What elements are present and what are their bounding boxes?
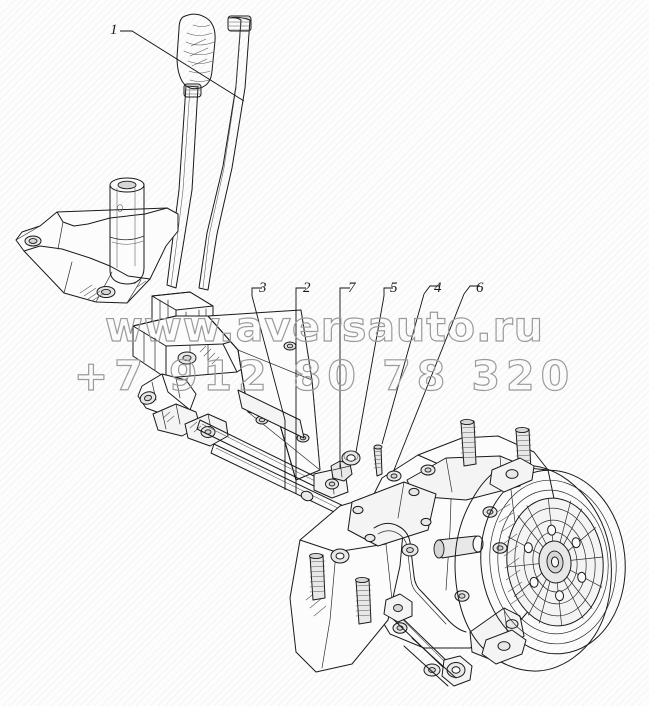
transfer-linkage-arms [330, 522, 525, 687]
hardware-parts [330, 444, 383, 482]
callout-label-1: 1 [110, 22, 118, 38]
floor-tunnel-bracket [15, 207, 179, 304]
shift-joint-cluster [137, 373, 229, 447]
callout-label-3: 3 [259, 280, 267, 296]
gear-shift-levers [166, 15, 252, 291]
mounting-studs [309, 418, 532, 625]
gear-shift-knob [176, 13, 216, 90]
mounting-plate [207, 309, 321, 481]
callout-label-7: 7 [348, 280, 356, 296]
callout-label-2: 2 [303, 280, 311, 296]
callout-leader-lines [120, 30, 480, 494]
callout-label-5: 5 [390, 280, 398, 296]
callout-label-6: 6 [476, 280, 484, 296]
shift-lever-boot [109, 177, 145, 285]
callout-label-4: 4 [434, 280, 442, 296]
clutch-bell-housing [454, 457, 626, 672]
